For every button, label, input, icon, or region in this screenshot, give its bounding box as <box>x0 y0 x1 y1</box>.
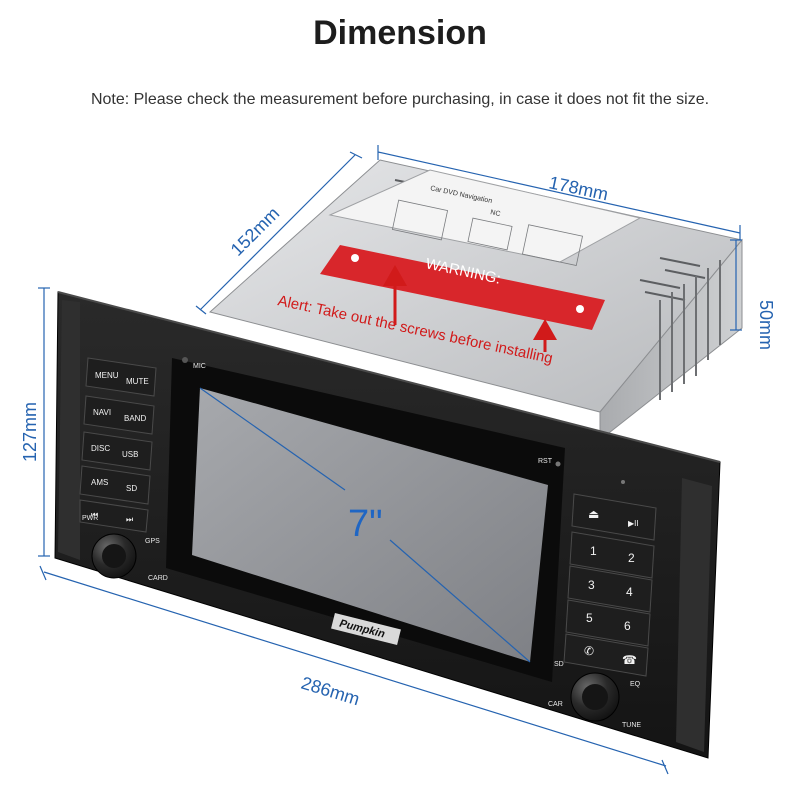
sticker-nc-text: NC <box>490 209 501 218</box>
size-note: Note: Please check the measurement befor… <box>90 91 710 108</box>
band-button[interactable]: BAND <box>124 414 146 423</box>
mute-button[interactable]: MUTE <box>126 377 149 386</box>
button-row-5[interactable]: ⏮ ⏭ <box>79 499 149 533</box>
preset-6-button[interactable]: 6 <box>624 619 631 633</box>
mic-label: MIC <box>193 363 206 370</box>
eq-label: EQ <box>630 681 641 688</box>
chassis-box: Car DVD Navigation NC WARNING: Alert: Ta… <box>208 159 743 442</box>
next-track-icon[interactable]: ⏭ <box>126 515 133 524</box>
card-label-left: CARD <box>148 575 168 582</box>
play-pause-icon[interactable]: ▶II <box>628 519 639 528</box>
button-row-3[interactable]: DISC USB <box>81 431 153 471</box>
page-title: Dimension <box>313 14 487 52</box>
button-row-2[interactable]: NAVI BAND <box>83 395 155 435</box>
front-width-dimension-label: 286mm <box>299 673 362 710</box>
ams-button[interactable]: AMS <box>91 478 108 487</box>
screw-icon <box>576 305 584 313</box>
right-row-4[interactable]: 5 6 <box>565 599 651 647</box>
button-row-4[interactable]: AMS SD <box>79 465 151 505</box>
width-top-dimension-label: 152mm <box>227 203 284 260</box>
sd-button-left[interactable]: SD <box>126 484 137 493</box>
menu-button[interactable]: MENU <box>95 371 119 380</box>
mic-icon <box>182 357 188 363</box>
knob-center <box>582 684 608 710</box>
knob-center <box>102 544 126 568</box>
call-hangup-icon[interactable]: ☎ <box>622 653 637 667</box>
screw-icon <box>351 254 359 262</box>
gps-label: GPS <box>145 538 160 545</box>
usb-button[interactable]: USB <box>122 450 138 459</box>
right-row-5[interactable]: ✆ ☎ <box>563 633 649 677</box>
disc-button[interactable]: DISC <box>91 444 110 453</box>
navi-button[interactable]: NAVI <box>93 408 111 417</box>
right-button-column: ⏏ ▶II 1 2 3 4 5 6 ✆ ☎ SD EQ CAR TUNE <box>548 493 657 729</box>
preset-1-button[interactable]: 1 <box>590 544 597 558</box>
sd-label-right: SD <box>554 661 564 668</box>
screen-size-label: 7" <box>348 503 383 545</box>
tune-label: TUNE <box>622 722 641 729</box>
prev-track-icon[interactable]: ⏮ <box>91 510 98 519</box>
right-row-1[interactable]: ⏏ ▶II <box>571 493 657 541</box>
pwr-label: PWR <box>82 515 98 522</box>
front-height-dimension-label: 127mm <box>20 402 40 462</box>
preset-4-button[interactable]: 4 <box>626 585 633 599</box>
call-answer-icon[interactable]: ✆ <box>584 644 594 658</box>
preset-2-button[interactable]: 2 <box>628 551 635 565</box>
preset-5-button[interactable]: 5 <box>586 611 593 625</box>
back-height-dimension-label: 50mm <box>756 300 776 350</box>
rst-label: RST <box>538 458 553 465</box>
preset-3-button[interactable]: 3 <box>588 578 595 592</box>
right-row-3[interactable]: 3 4 <box>567 565 653 613</box>
right-row-2[interactable]: 1 2 <box>569 531 655 579</box>
reset-button[interactable] <box>555 461 561 467</box>
display-screen[interactable] <box>192 388 548 662</box>
dimension-lines <box>38 145 742 775</box>
right-tab <box>676 478 712 752</box>
button-row-1[interactable]: MENU MUTE <box>85 357 157 397</box>
indicator-dot <box>621 480 625 484</box>
front-panel: MIC RST <box>54 291 721 759</box>
left-button-column: MENU MUTE NAVI BAND DISC USB AMS SD ⏮ ⏭ … <box>79 357 168 582</box>
card-label-right: CAR <box>548 701 563 708</box>
left-tab <box>58 300 80 560</box>
eject-icon[interactable]: ⏏ <box>588 507 599 521</box>
